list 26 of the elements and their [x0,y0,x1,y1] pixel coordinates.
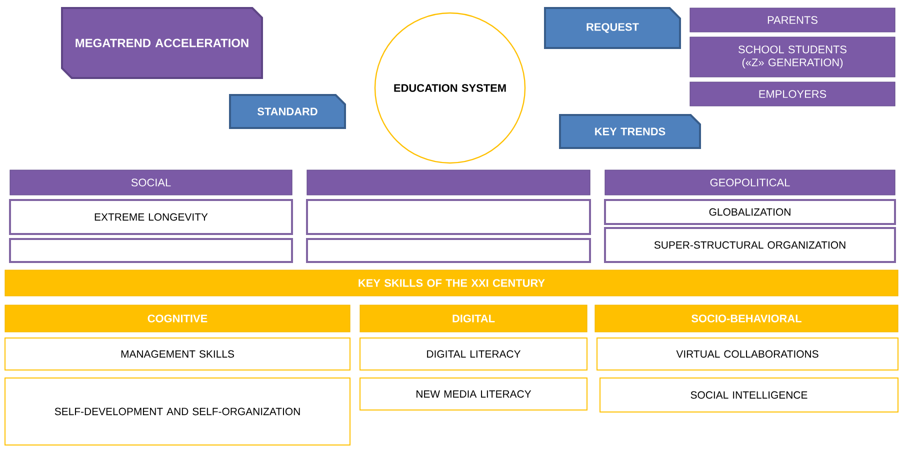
header-bar: DIGITAL [360,304,588,332]
item-box: SUPER-STRUCTURAL ORGANIZATION [604,227,896,263]
item-box: NEW MEDIA LITERACY [360,378,588,410]
header-bar: SOCIAL [10,170,292,196]
tag-box: KEY TRENDS [559,114,701,149]
item-box: SOCIAL INTELLIGENCE [600,378,898,412]
tag-box: REQUEST [544,7,681,49]
empty-box [306,170,590,196]
header-bar: GEOPOLITICAL [604,170,896,196]
empty-box [306,238,591,263]
tag-box: MEGATREND ACCELERATION [61,7,263,79]
header-bar: SOCIO-BEHAVIORAL [594,304,898,332]
item-box: EXTREME LONGEVITY [9,199,293,235]
tag-box: STANDARD [229,94,346,129]
group-bar: EMPLOYERS [690,82,896,106]
item-box: DIGITAL LITERACY [360,338,588,370]
group-bar: PARENTS [690,8,896,32]
header-bar: COGNITIVE [4,304,350,332]
item-box: GLOBALIZATION [604,199,896,225]
item-box: SELF-DEVELOPMENT AND SELF-ORGANIZATION [4,378,350,446]
item-box: VIRTUAL COLLABORATIONS [596,338,898,370]
group-bar: SCHOOL STUDENTS («Z» GENERATION) [690,36,896,78]
empty-box [306,199,591,235]
banner-bar: KEY SKILLS OF THE XXI CENTURY [4,270,898,296]
empty-box [9,238,293,263]
item-box: MANAGEMENT SKILLS [4,338,350,370]
